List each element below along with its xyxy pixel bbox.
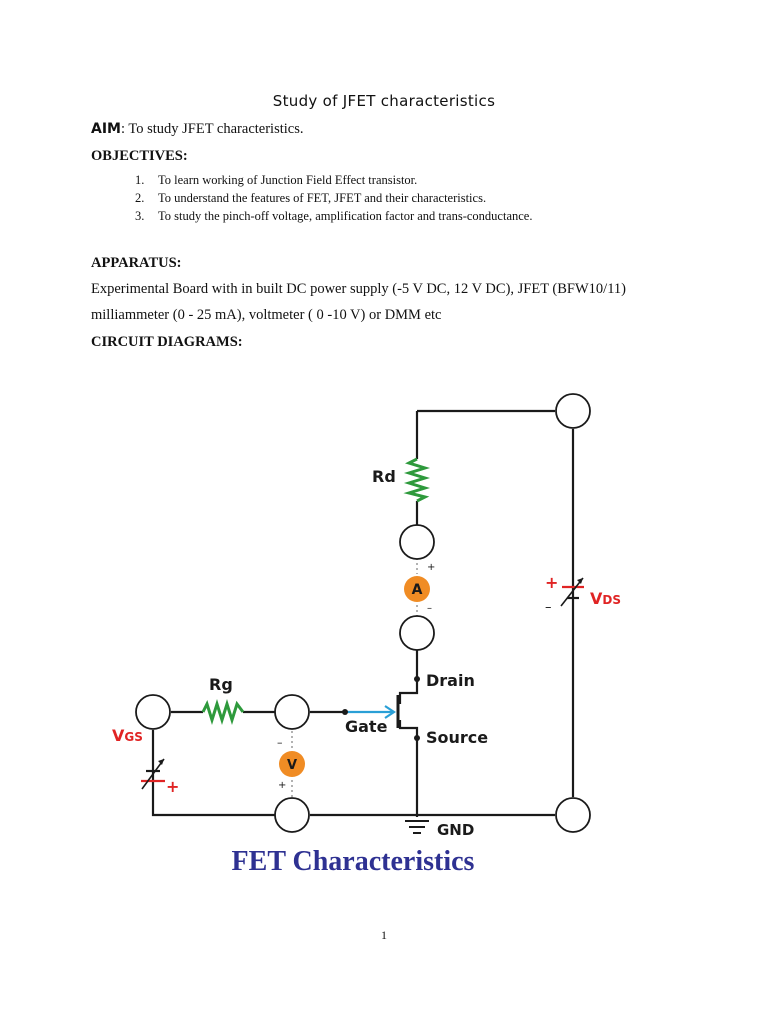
apparatus-text-line2: milliammeter (0 - 25 mA), voltmeter ( 0 … bbox=[91, 307, 442, 323]
objective-item: 2.To understand the features of FET, JFE… bbox=[135, 191, 487, 205]
drain-label: Drain bbox=[426, 671, 475, 690]
gnd-label: GND bbox=[437, 821, 474, 839]
voltmeter-label: V bbox=[287, 758, 297, 773]
objective-item: 3.To study the pinch-off voltage, amplif… bbox=[135, 209, 533, 223]
jfet-circuit-diagram: A + – V – + + – VDS + VGS bbox=[112, 393, 621, 877]
circuit-caption: FET Characteristics bbox=[232, 846, 475, 877]
terminal-node bbox=[555, 797, 591, 833]
terminal-node bbox=[135, 694, 171, 730]
rg-label: Rg bbox=[209, 675, 233, 694]
vds-supply-symbol bbox=[560, 577, 584, 607]
vgs-label: VGS bbox=[112, 726, 143, 745]
terminal-node bbox=[399, 524, 435, 560]
apparatus-text-line1: Experimental Board with in built DC powe… bbox=[91, 281, 627, 297]
terminal-node bbox=[274, 797, 310, 833]
document-title: Study of JFET characteristics bbox=[272, 92, 496, 110]
junction-dots bbox=[342, 676, 420, 741]
vgs-supply-symbol bbox=[141, 758, 165, 790]
ground-symbol bbox=[405, 820, 429, 834]
page-number: 1 bbox=[381, 928, 387, 942]
terminal-node bbox=[555, 393, 591, 429]
rd-label: Rd bbox=[372, 467, 396, 486]
ammeter-plus: + bbox=[427, 562, 435, 573]
circuit-wires bbox=[151, 409, 575, 817]
gate-lead bbox=[345, 705, 396, 719]
apparatus-heading: APPARATUS: bbox=[91, 255, 182, 271]
rd-resistor bbox=[403, 457, 431, 503]
circuit-diagrams-heading: CIRCUIT DIAGRAMS: bbox=[91, 334, 243, 350]
ammeter-symbol bbox=[404, 576, 430, 602]
terminal-node bbox=[274, 694, 310, 730]
meter-leads bbox=[291, 558, 418, 797]
rg-resistor bbox=[201, 698, 245, 726]
voltmeter-symbol bbox=[279, 751, 305, 777]
aim-text: : To study JFET characteristics. bbox=[120, 121, 304, 137]
terminal-node bbox=[399, 615, 435, 651]
voltmeter-plus: + bbox=[278, 780, 286, 791]
objective-item: 1.To learn working of Junction Field Eff… bbox=[135, 173, 418, 187]
vds-label: VDS bbox=[590, 589, 621, 608]
source-label: Source bbox=[426, 728, 488, 747]
objectives-list: 1.To learn working of Junction Field Eff… bbox=[135, 171, 532, 225]
aim-line: AIM: To study JFET characteristics. bbox=[91, 121, 303, 138]
vds-minus: – bbox=[545, 600, 552, 615]
vgs-plus: + bbox=[166, 777, 179, 796]
ammeter-label: A bbox=[412, 582, 423, 598]
voltmeter-minus: – bbox=[277, 736, 283, 749]
ammeter-minus: – bbox=[427, 603, 432, 614]
vds-plus: + bbox=[545, 573, 558, 592]
gate-label: Gate bbox=[345, 717, 388, 736]
aim-label: AIM bbox=[91, 121, 121, 137]
objectives-heading: OBJECTIVES: bbox=[91, 148, 188, 164]
